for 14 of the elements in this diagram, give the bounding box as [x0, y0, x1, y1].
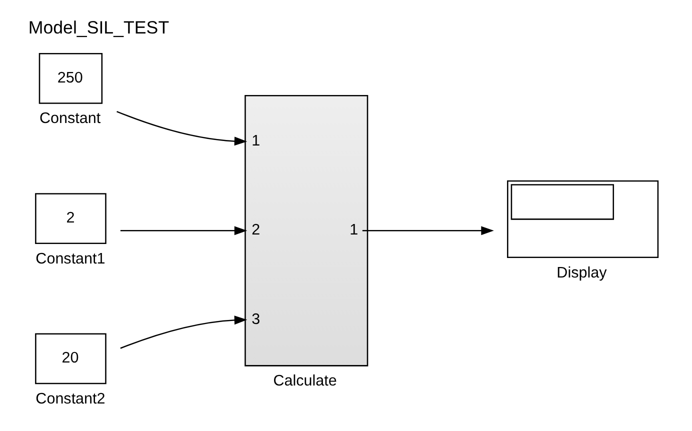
node-label: Constant1 [35, 250, 105, 267]
arrow [116, 110, 247, 146]
node-label: Constant [39, 110, 100, 127]
node-box [506, 180, 658, 258]
arrow [120, 226, 247, 235]
node-label: Display [556, 264, 606, 281]
node-box: 250 [38, 52, 102, 104]
node-label: Constant2 [35, 390, 105, 407]
node-label: Calculate [272, 372, 336, 390]
node-box: 2 [34, 192, 106, 244]
diagram-title: Model_SIL_TEST [28, 16, 169, 37]
node-box: 20 [34, 332, 106, 384]
arrow [120, 315, 247, 348]
arrow [362, 226, 494, 235]
